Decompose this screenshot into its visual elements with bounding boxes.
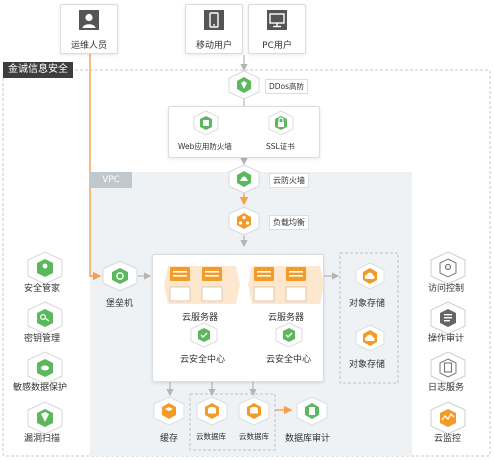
slb-label: 负载均衡 bbox=[269, 215, 309, 230]
cache-label: 缓存 bbox=[160, 434, 179, 444]
sensitive-data-protection-icon bbox=[27, 351, 63, 385]
right-service-label-1: 操作审计 bbox=[428, 334, 465, 344]
oss2-icon bbox=[355, 324, 385, 352]
pc-user-label: PC用户 bbox=[262, 41, 292, 51]
waf-ssl-panel bbox=[168, 106, 320, 158]
cloud-monitor-icon bbox=[430, 401, 466, 435]
left-service-label-0: 安全管家 bbox=[24, 284, 61, 294]
mobile-icon bbox=[204, 10, 224, 30]
orange-server-cube-icon bbox=[169, 267, 223, 302]
ops-user-card: 运维人员 bbox=[60, 4, 118, 54]
ecs2-label: 云服务器 bbox=[268, 313, 305, 323]
green-shield-hexagon-icon bbox=[237, 77, 251, 93]
server-cluster-left bbox=[164, 266, 240, 304]
ddos-node bbox=[228, 70, 260, 100]
slb-node bbox=[228, 206, 260, 236]
right-service-label-3: 云监控 bbox=[434, 434, 462, 444]
pc-user-card: PC用户 bbox=[248, 4, 306, 54]
sec-center1-icon bbox=[190, 322, 218, 348]
left-service-label-2: 敏感数据保护 bbox=[13, 383, 68, 393]
db2-icon bbox=[238, 396, 270, 426]
region-title: 金诚信息安全 bbox=[3, 62, 73, 78]
action-trail-icon bbox=[430, 301, 466, 335]
waf-label: Web应用防火墙 bbox=[178, 142, 232, 151]
vpc-title: VPC bbox=[90, 172, 132, 188]
ddos-label: DDos高防 bbox=[265, 79, 309, 94]
oss1-icon bbox=[355, 262, 385, 290]
mobile-user-card: 移动用户 bbox=[185, 4, 243, 54]
bastion-label: 堡垒机 bbox=[106, 299, 134, 309]
right-services-icons bbox=[430, 251, 466, 435]
right-service-label-0: 访问控制 bbox=[428, 284, 465, 294]
bastion-node bbox=[102, 260, 138, 292]
db-audit-icon bbox=[296, 396, 328, 426]
orange-cloud-icon bbox=[363, 268, 377, 284]
access-control-icon bbox=[430, 251, 466, 285]
monitor-icon bbox=[267, 10, 287, 30]
db2-label: 云数据库 bbox=[239, 432, 269, 441]
mobile-user-label: 移动用户 bbox=[195, 41, 232, 51]
sec-center2-icon bbox=[275, 322, 303, 348]
sec-center2-label: 云安全中心 bbox=[266, 355, 312, 365]
ssl-label: SSL证书 bbox=[266, 142, 295, 151]
left-service-label-1: 密钥管理 bbox=[24, 334, 61, 344]
cache-icon bbox=[153, 396, 185, 426]
security-steward-icon bbox=[27, 251, 63, 285]
ssl-icon bbox=[268, 110, 294, 136]
left-service-label-3: 漏洞扫描 bbox=[24, 434, 61, 444]
oss2-label: 对象存储 bbox=[349, 360, 386, 370]
user-icon bbox=[79, 10, 99, 30]
db-audit-label: 数据库审计 bbox=[285, 434, 331, 444]
db1-icon bbox=[196, 396, 228, 426]
server-cluster-right bbox=[248, 266, 324, 304]
vulnerability-scan-icon bbox=[27, 401, 63, 435]
sec-center1-label: 云安全中心 bbox=[180, 355, 226, 365]
db1-label: 云数据库 bbox=[196, 432, 226, 441]
key-management-icon bbox=[27, 301, 63, 335]
ops-user-label: 运维人员 bbox=[70, 41, 107, 51]
waf-icon bbox=[193, 110, 219, 136]
cloud-firewall-label: 云防火墙 bbox=[269, 173, 309, 188]
cloud-firewall-node bbox=[228, 164, 260, 194]
right-service-label-2: 日志服务 bbox=[428, 383, 465, 393]
ecs1-label: 云服务器 bbox=[182, 313, 219, 323]
oss1-label: 对象存储 bbox=[349, 299, 386, 309]
log-service-icon bbox=[430, 351, 466, 385]
left-services-icons bbox=[27, 251, 63, 435]
